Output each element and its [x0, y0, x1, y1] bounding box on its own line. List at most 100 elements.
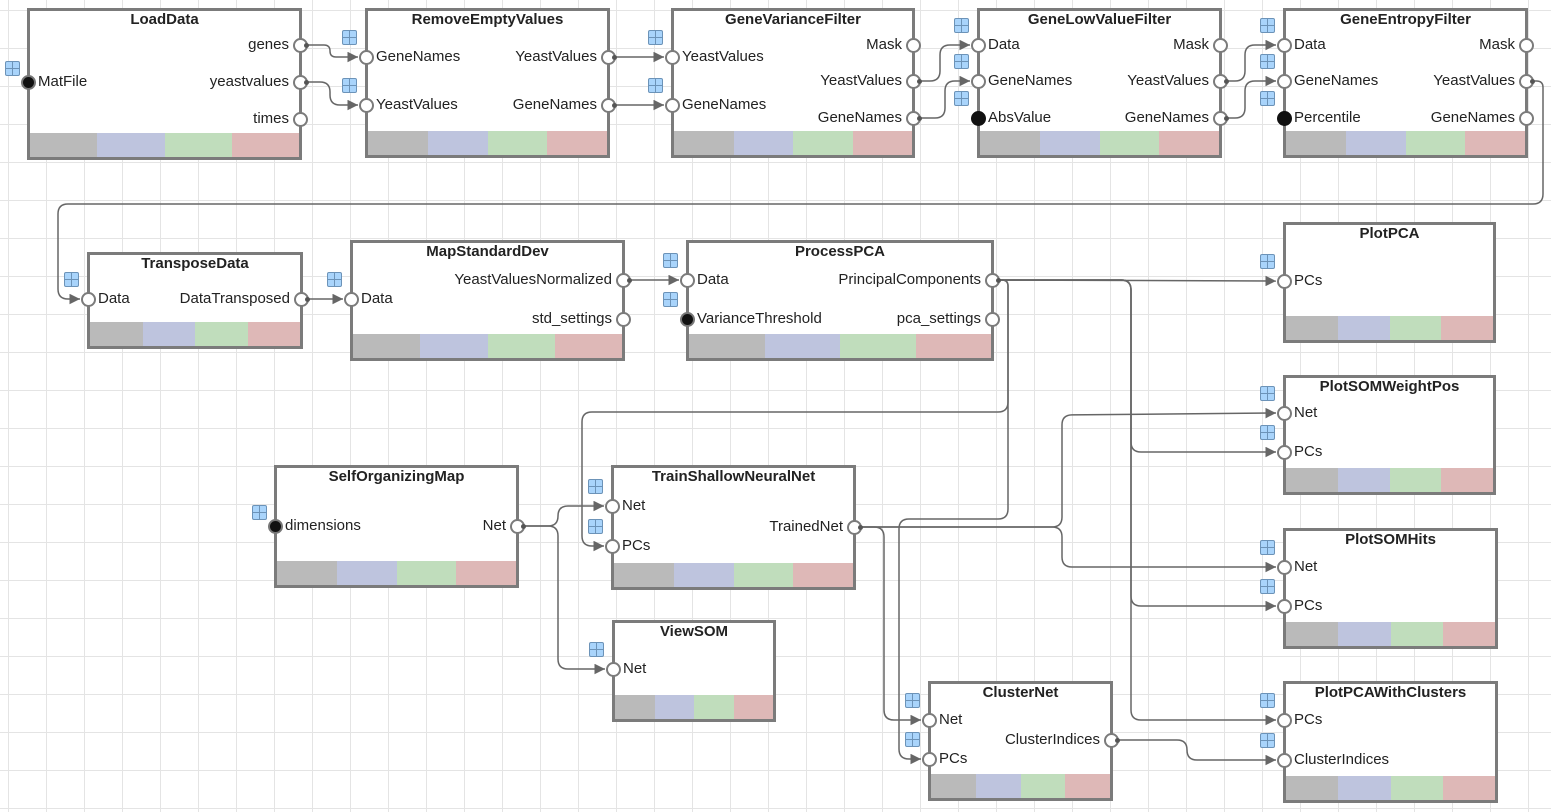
status-segment[interactable]	[1390, 622, 1443, 646]
output-port-times[interactable]	[293, 112, 308, 127]
status-segment[interactable]	[1389, 468, 1442, 492]
add-input-icon[interactable]	[1260, 540, 1275, 555]
input-port-pcs[interactable]	[1277, 445, 1292, 460]
status-segment[interactable]	[231, 133, 299, 157]
output-port-net[interactable]	[510, 519, 526, 534]
node-map-standard-dev[interactable]: MapStandardDev	[350, 240, 625, 361]
status-segment[interactable]	[1099, 131, 1160, 155]
add-input-icon[interactable]	[954, 18, 969, 33]
add-input-icon[interactable]	[64, 272, 79, 287]
output-port-gene-names[interactable]	[1213, 111, 1229, 126]
output-port-data-transposed[interactable]	[294, 292, 310, 307]
add-input-icon[interactable]	[1260, 425, 1275, 440]
status-segment[interactable]	[487, 334, 555, 358]
output-port-mask[interactable]	[1519, 38, 1534, 53]
connection-process-pca-principal-components-to-cluster-net-pcs[interactable]	[898, 279, 1009, 765]
status-segment[interactable]	[733, 695, 773, 719]
status-segment[interactable]	[1337, 316, 1390, 340]
status-segment[interactable]	[554, 334, 622, 358]
status-segment[interactable]	[487, 131, 548, 155]
connection-gene-low-value-filter-yeast-values-to-gene-entropy-filter-data[interactable]	[1224, 39, 1276, 82]
status-segment[interactable]	[1159, 131, 1219, 155]
status-segment[interactable]	[195, 322, 248, 346]
status-segment[interactable]	[673, 563, 734, 587]
connection-train-shallow-neural-net-trained-net-to-plot-somweight-pos-net[interactable]	[858, 407, 1277, 528]
output-port-yeast-values[interactable]	[1213, 74, 1229, 89]
connection-process-pca-principal-components-to-plot-pcawith-clusters-pcs[interactable]	[996, 279, 1276, 726]
connection-gene-variance-filter-gene-names-to-gene-low-value-filter-gene-names[interactable]	[917, 75, 970, 119]
node-plot-somweight-pos[interactable]: PlotSOMWeightPos	[1283, 375, 1496, 495]
add-input-icon[interactable]	[342, 78, 357, 93]
status-segment[interactable]	[764, 334, 840, 358]
node-gene-variance-filter[interactable]: GeneVarianceFilter	[671, 8, 915, 158]
status-segment[interactable]	[733, 563, 794, 587]
status-segment[interactable]	[368, 131, 428, 155]
output-port-pca-settings[interactable]	[985, 312, 1000, 327]
connection-train-shallow-neural-net-trained-net-to-plot-somhits-net[interactable]	[858, 526, 1276, 573]
connection-gene-variance-filter-yeast-values-to-gene-low-value-filter-data[interactable]	[917, 39, 970, 82]
status-segment[interactable]	[975, 774, 1021, 798]
add-input-icon[interactable]	[1260, 386, 1275, 401]
output-port-gene-names[interactable]	[906, 111, 922, 126]
input-port-data[interactable]	[344, 292, 359, 307]
status-segment[interactable]	[1441, 316, 1493, 340]
node-plot-somhits[interactable]: PlotSOMHits	[1283, 528, 1498, 649]
status-segment[interactable]	[1441, 468, 1493, 492]
node-gene-entropy-filter[interactable]: GeneEntropyFilter	[1283, 8, 1528, 158]
add-input-icon[interactable]	[905, 732, 920, 747]
add-input-icon[interactable]	[663, 292, 678, 307]
status-segment[interactable]	[30, 133, 98, 157]
output-port-cluster-indices[interactable]	[1104, 733, 1120, 748]
node-train-shallow-neural-net[interactable]: TrainShallowNeuralNet	[611, 465, 856, 590]
output-port-yeast-values[interactable]	[1519, 74, 1535, 89]
node-self-organizing-map[interactable]: SelfOrganizingMap	[274, 465, 519, 588]
input-port-percentile[interactable]	[1277, 111, 1292, 126]
status-segment[interactable]	[1338, 776, 1391, 800]
add-input-icon[interactable]	[588, 519, 603, 534]
status-segment[interactable]	[164, 133, 232, 157]
input-port-gene-names[interactable]	[665, 98, 680, 113]
status-segment[interactable]	[694, 695, 734, 719]
output-port-yeast-values[interactable]	[906, 74, 922, 89]
input-port-net[interactable]	[606, 662, 621, 677]
connection-gene-entropy-filter-yeast-values-to-transpose-data-data[interactable]	[57, 80, 1544, 305]
status-segment[interactable]	[1337, 468, 1390, 492]
add-input-icon[interactable]	[1260, 579, 1275, 594]
add-input-icon[interactable]	[1260, 693, 1275, 708]
status-segment[interactable]	[353, 334, 421, 358]
connection-load-data-genes-to-remove-empty-values-gene-names[interactable]	[304, 44, 358, 63]
status-segment[interactable]	[396, 561, 457, 585]
add-input-icon[interactable]	[589, 642, 604, 657]
status-segment[interactable]	[1286, 131, 1346, 155]
connection-process-pca-principal-components-to-plot-somhits-pcs[interactable]	[996, 279, 1276, 612]
status-segment[interactable]	[1286, 622, 1339, 646]
add-input-icon[interactable]	[252, 505, 267, 520]
status-segment[interactable]	[615, 695, 655, 719]
add-input-icon[interactable]	[905, 693, 920, 708]
status-segment[interactable]	[793, 131, 853, 155]
output-port-std-settings[interactable]	[616, 312, 631, 327]
status-segment[interactable]	[1442, 622, 1495, 646]
output-port-yeastvalues[interactable]	[293, 75, 309, 90]
status-segment[interactable]	[614, 563, 674, 587]
input-port-yeast-values[interactable]	[359, 98, 374, 113]
status-segment[interactable]	[1390, 776, 1443, 800]
input-port-variance-threshold[interactable]	[680, 312, 695, 327]
node-process-pca[interactable]: ProcessPCA	[686, 240, 994, 361]
input-port-pcs[interactable]	[922, 752, 937, 767]
connection-cluster-net-cluster-indices-to-plot-pcawith-clusters-cluster-indices[interactable]	[1115, 739, 1276, 766]
status-segment[interactable]	[97, 133, 165, 157]
output-port-yeast-values[interactable]	[601, 50, 617, 65]
connection-load-data-yeastvalues-to-remove-empty-values-yeast-values[interactable]	[304, 81, 358, 111]
add-input-icon[interactable]	[327, 272, 342, 287]
status-segment[interactable]	[1286, 316, 1338, 340]
status-segment[interactable]	[547, 131, 607, 155]
input-port-net[interactable]	[922, 713, 937, 728]
status-segment[interactable]	[793, 563, 853, 587]
connection-process-pca-principal-components-to-plot-somweight-pos-pcs[interactable]	[996, 279, 1276, 458]
input-port-data[interactable]	[81, 292, 96, 307]
status-segment[interactable]	[931, 774, 976, 798]
input-port-data[interactable]	[680, 273, 695, 288]
status-segment[interactable]	[1442, 776, 1495, 800]
input-port-gene-names[interactable]	[971, 74, 986, 89]
